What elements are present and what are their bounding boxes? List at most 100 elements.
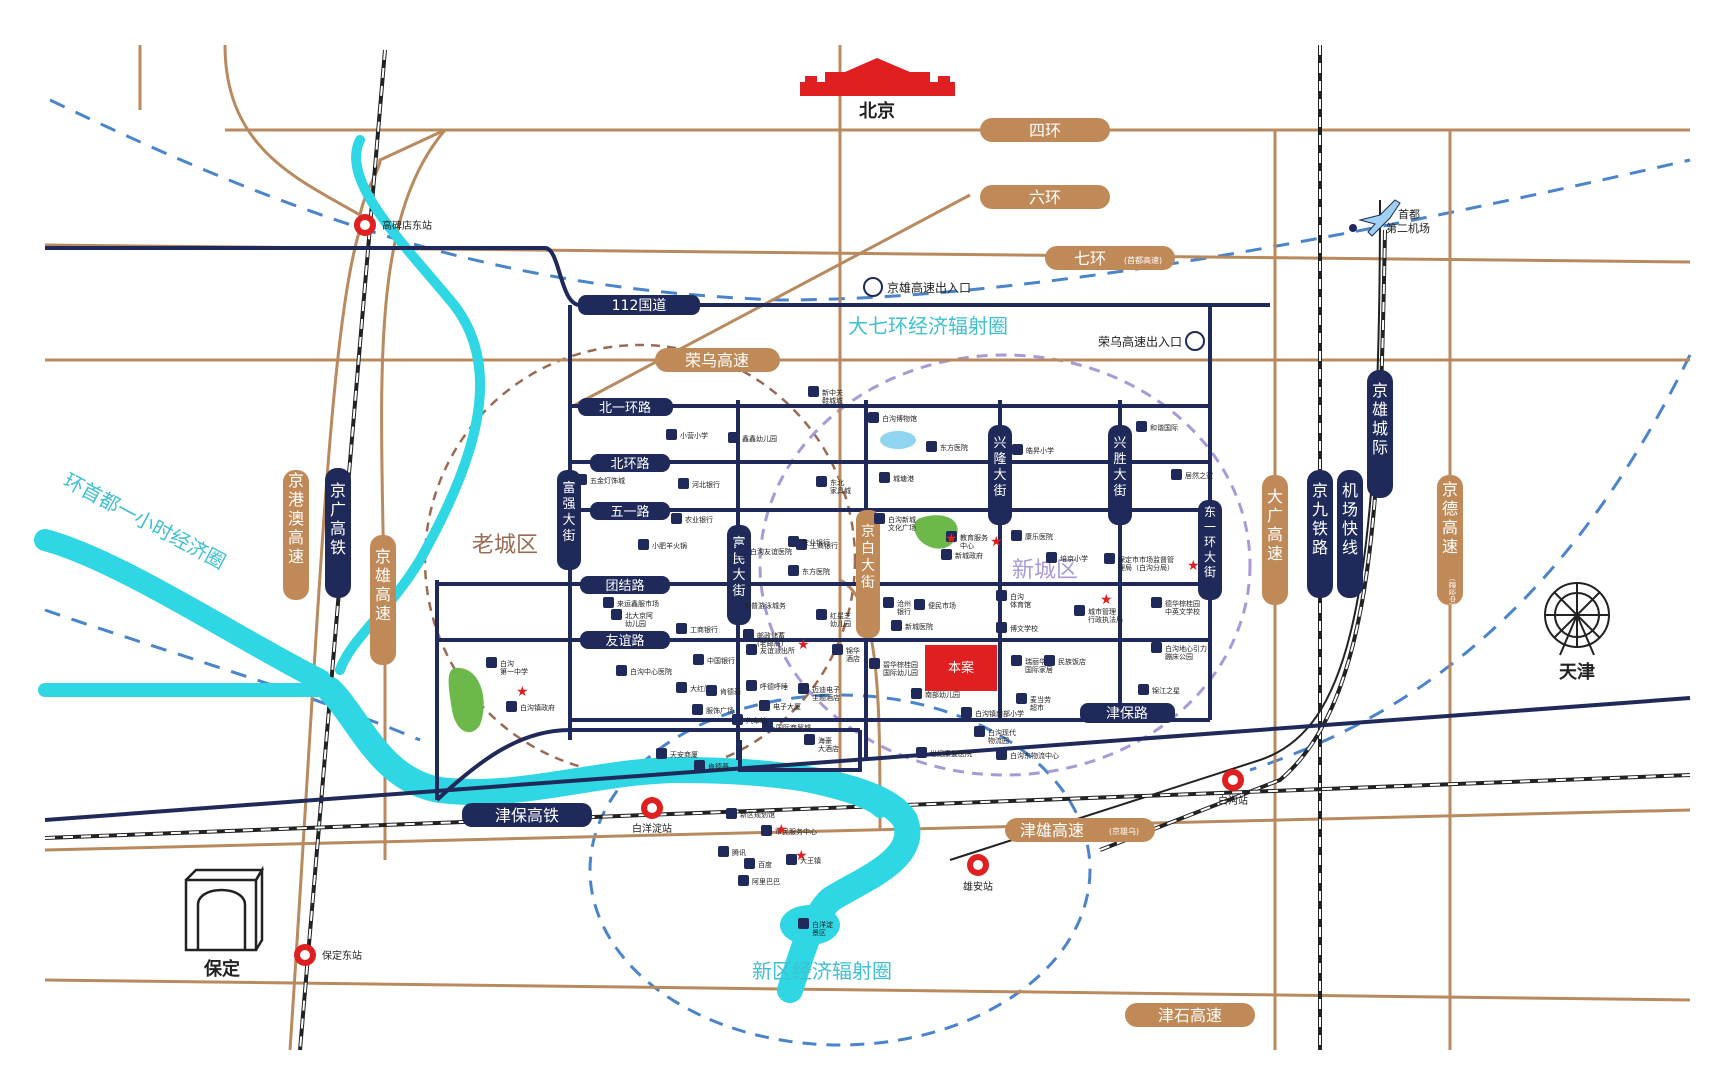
poi-label: 白沟镇南部小学 (975, 709, 1024, 718)
beiyi-label: 北一环路 (599, 400, 651, 416)
star-icon: ★ (1187, 558, 1200, 574)
poi-marker: 锦江之星 (1138, 684, 1180, 695)
svg-text:白沟站: 白沟站 (1218, 794, 1248, 807)
poi-label: 国际商贸城 (776, 723, 811, 732)
beijing-label: 北京 (859, 100, 895, 122)
new-area-label: 新区经济辐射圈 (752, 959, 892, 983)
poi-icon (798, 918, 809, 929)
svg-text:荣乌高速出入口: 荣乌高速出入口 (1098, 334, 1182, 349)
g112-label: 112国道 (612, 298, 667, 314)
poi-marker: 肯德基 (706, 685, 741, 696)
poi-label: 城市管理行政执法局 (1088, 607, 1123, 624)
poi-label: 邮政储蓄(老邮局) (757, 631, 785, 648)
poi-marker: 天安商厦 (656, 748, 698, 759)
poi-icon (666, 429, 677, 440)
poi-icon (961, 707, 972, 718)
poi-marker: 来运鑫服市场 (603, 597, 659, 608)
poi-icon (744, 858, 755, 869)
svg-text:雄安站: 雄安站 (963, 880, 993, 893)
poi-label: 工商银行 (690, 625, 718, 634)
poi-label: 大王镇 (800, 856, 821, 865)
poi-marker: 北大京阿幼儿园 (611, 609, 653, 628)
rongwu-label: 荣乌高速 (685, 351, 749, 370)
poi-label: 新普游泳城务 (744, 601, 786, 610)
poi-icon (926, 441, 937, 452)
poi-icon (788, 565, 799, 576)
poi-marker: 麦当劳超市 (1016, 693, 1051, 712)
poi-marker: 城市管理行政执法局 (1074, 605, 1123, 624)
poi-label: 肯德基 (708, 762, 729, 771)
poi-icon (996, 590, 1007, 601)
poi-marker: 白沟中心医院 (616, 665, 672, 676)
poi-label: 白洋淀景区 (812, 920, 833, 937)
poi-label: 白沟东物流中心 (1010, 751, 1059, 760)
poi-icon (656, 748, 667, 759)
poi-label: 白沟友谊医院 (750, 547, 792, 556)
poi-icon (728, 432, 739, 443)
navy-road-badges: 112国道 北一环路 北环路 五一路 团结路 友谊路 津保路 津保高铁 (462, 295, 1175, 827)
poi-label: 东方医院 (940, 443, 968, 452)
beijing-gate-icon (800, 58, 955, 96)
poi-icon (1171, 469, 1182, 480)
poi-label: 百度 (758, 860, 772, 869)
poi-marker: 鑫鑫幼儿园 (728, 432, 777, 443)
vertical-tan-badges: 京港澳高速 京雄高速 大广高速 京德高速 (建设中) (283, 470, 1463, 665)
poi-marker: 友谊派出所 (746, 644, 795, 655)
svg-text:京雄高速出入口: 京雄高速出入口 (887, 280, 971, 295)
poi-icon (576, 474, 587, 485)
poi-marker: 邮政储蓄(老邮局) (743, 629, 785, 648)
poi-label: 肯德基 (720, 687, 741, 696)
poi-icon (1011, 530, 1022, 541)
poi-icon (676, 682, 687, 693)
poi-icon (616, 665, 627, 676)
capital-hour-arc-right (1249, 354, 1692, 772)
ring4-label: 四环 (1029, 121, 1061, 140)
poi-icon (506, 701, 517, 712)
poi-marker: 世纪康复医院 (916, 747, 972, 758)
poi-marker: 百度 (744, 858, 772, 869)
poi-icon (694, 760, 705, 771)
poi-label: 皓昇小学 (1026, 446, 1054, 455)
airport-label-line2: 第二机场 (1386, 221, 1430, 235)
poi-label: 鑫鑫幼儿园 (742, 434, 777, 443)
poi-label: 居然之家 (1185, 471, 1213, 480)
poi-marker: 新普游泳城务 (730, 599, 786, 610)
poi-icon (879, 472, 890, 483)
poi-label: 小肥羊火锅 (652, 541, 687, 550)
poi-icon (738, 875, 749, 886)
svg-text:白洋淀站: 白洋淀站 (632, 822, 672, 835)
ring-badges: 四环 六环 七环 (首都高速) 荣乌高速 津雄高速 (京雄乌) 津石高速 (655, 118, 1255, 1027)
poi-icon (1104, 553, 1115, 564)
poi-icon (996, 622, 1007, 633)
poi-marker: 东北家具城 (816, 476, 851, 495)
poi-label: 北大京阿幼儿园 (625, 611, 653, 628)
poi-label: 白沟博物馆 (882, 414, 917, 423)
poi-marker: 农业银行 (671, 513, 713, 524)
poi-marker: 南部幼儿园 (911, 688, 960, 699)
airport-plane-icon (1349, 199, 1401, 237)
poi-label: 腾讯 (732, 848, 746, 857)
poi-icon (762, 721, 773, 732)
wuyi-label: 五一路 (610, 504, 649, 520)
jingde-label: 京德高速 (1442, 480, 1458, 556)
poi-marker: 新城政府 (941, 549, 983, 560)
daguang-label: 大广高速 (1267, 487, 1283, 563)
poi-marker: 康乐医院 (1011, 530, 1053, 541)
new-city-circle (758, 353, 1252, 777)
poi-marker: 大王镇 (786, 854, 821, 865)
jinbao-rail-label: 津保高铁 (495, 806, 559, 825)
jinxiong-note: (京雄乌) (1109, 826, 1139, 836)
rongwu-exit: 荣乌高速出入口 (1098, 331, 1205, 351)
jingxiong-exit: 京雄高速出入口 (863, 277, 971, 297)
poi-marker: 河北银行 (678, 478, 720, 489)
poi-label: 新城政府 (955, 551, 983, 560)
poi-label: 东北家具城 (830, 478, 851, 495)
ring7-label: 七环 (1074, 249, 1106, 268)
poi-label: 白沟镇政府 (520, 703, 555, 712)
star-icon: ★ (990, 534, 1003, 550)
poi-icon (996, 749, 1007, 760)
poi-marker: 白沟镇南部小学 (961, 707, 1024, 718)
poi-marker: 白沟地心引力蹦床公园 (1151, 642, 1207, 661)
jinggangao-label: 京港澳高速 (288, 471, 304, 566)
